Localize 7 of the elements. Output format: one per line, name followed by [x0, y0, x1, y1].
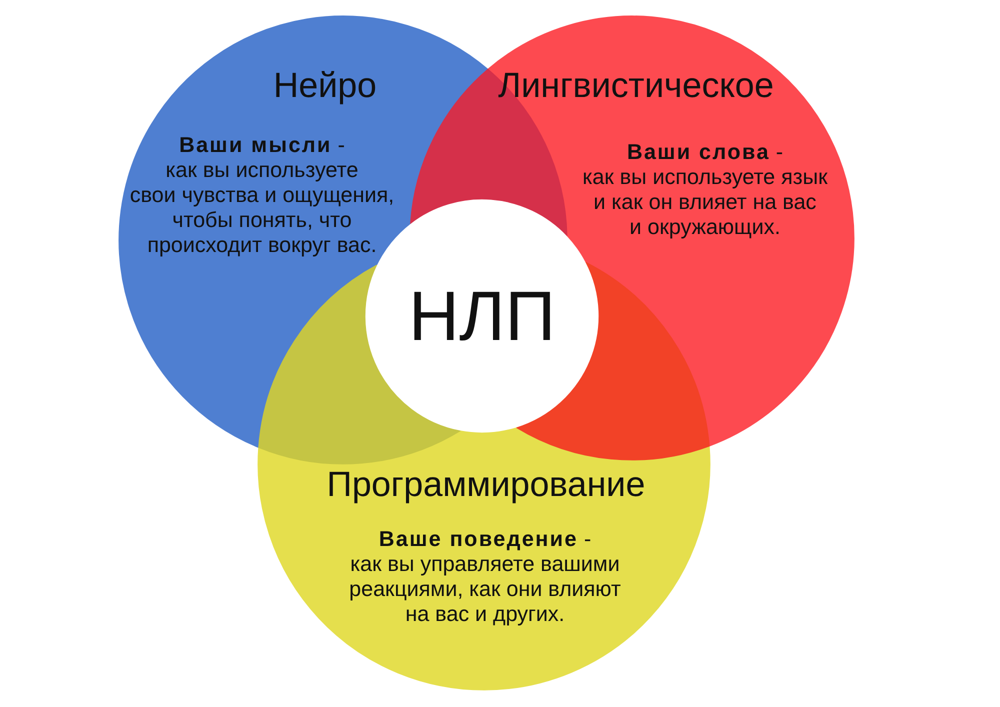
description-text: Ваше поведение - как вы управляете вашими реакциями, как они влияют на вас и других.: [348, 527, 622, 627]
description-text: Ваши мысли - как вы используете свои чувства и ощущения, чтобы понять, что происходит вокруг вас.: [128, 133, 396, 258]
circle-title: Лингвистическое: [498, 65, 774, 107]
circle-title: Нейро: [273, 65, 377, 107]
description-text: Ваши слова - как вы используете язык и как он влияет на вас и окружающих.: [582, 140, 828, 240]
circle-title: Программирование: [326, 464, 646, 506]
center-label: НЛП: [408, 276, 556, 356]
